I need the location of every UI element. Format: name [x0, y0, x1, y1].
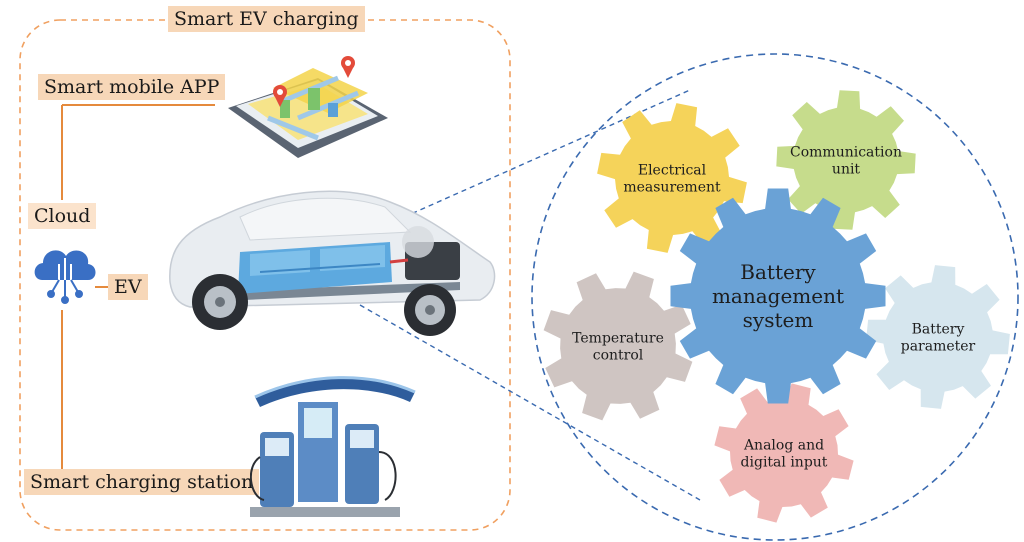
gear-communication-label-1: unit	[832, 161, 861, 177]
ev-car-illustration	[169, 190, 496, 336]
charging-station-illustration	[250, 376, 416, 517]
gear-electrical-label-1: measurement	[623, 179, 721, 195]
bms-zoom-circle	[531, 53, 1019, 541]
mobile-map-illustration	[228, 56, 388, 158]
app-label: Smart mobile APP	[38, 74, 226, 100]
title-label: Smart EV charging	[168, 6, 365, 32]
gear-electrical-label-0: Electrical	[638, 163, 707, 179]
gear-temperature-shape	[543, 271, 693, 421]
gear-communication-label-0: Communication	[790, 145, 902, 161]
zoom-line-bottom	[359, 304, 701, 501]
gear-center-label-0: Battery	[740, 260, 816, 284]
cloud-label: Cloud	[28, 203, 97, 229]
gear-battery-param-label-0: Battery	[912, 322, 965, 338]
cloud-icon	[34, 250, 96, 304]
ev-charging-frame	[19, 19, 511, 531]
gear-communication-shape	[776, 90, 916, 230]
gear-temperature-label-0: Temperature	[572, 331, 664, 347]
gear-center-label-1: management	[712, 284, 844, 308]
ev-label: EV	[108, 274, 148, 300]
gear-center-shape	[670, 188, 886, 404]
station-label: Smart charging station	[24, 469, 260, 495]
gear-battery-param-shape	[866, 265, 1010, 409]
gear-battery-param-label-1: parameter	[901, 338, 976, 354]
gear-center-label-2: system	[743, 308, 814, 332]
gear-analog-label-1: digital input	[741, 454, 828, 470]
gear-analog-label-0: Analog and	[743, 438, 824, 454]
gear-electrical-shape	[597, 103, 747, 253]
gear-analog-shape	[714, 383, 854, 523]
gear-temperature-label-1: control	[593, 347, 644, 363]
